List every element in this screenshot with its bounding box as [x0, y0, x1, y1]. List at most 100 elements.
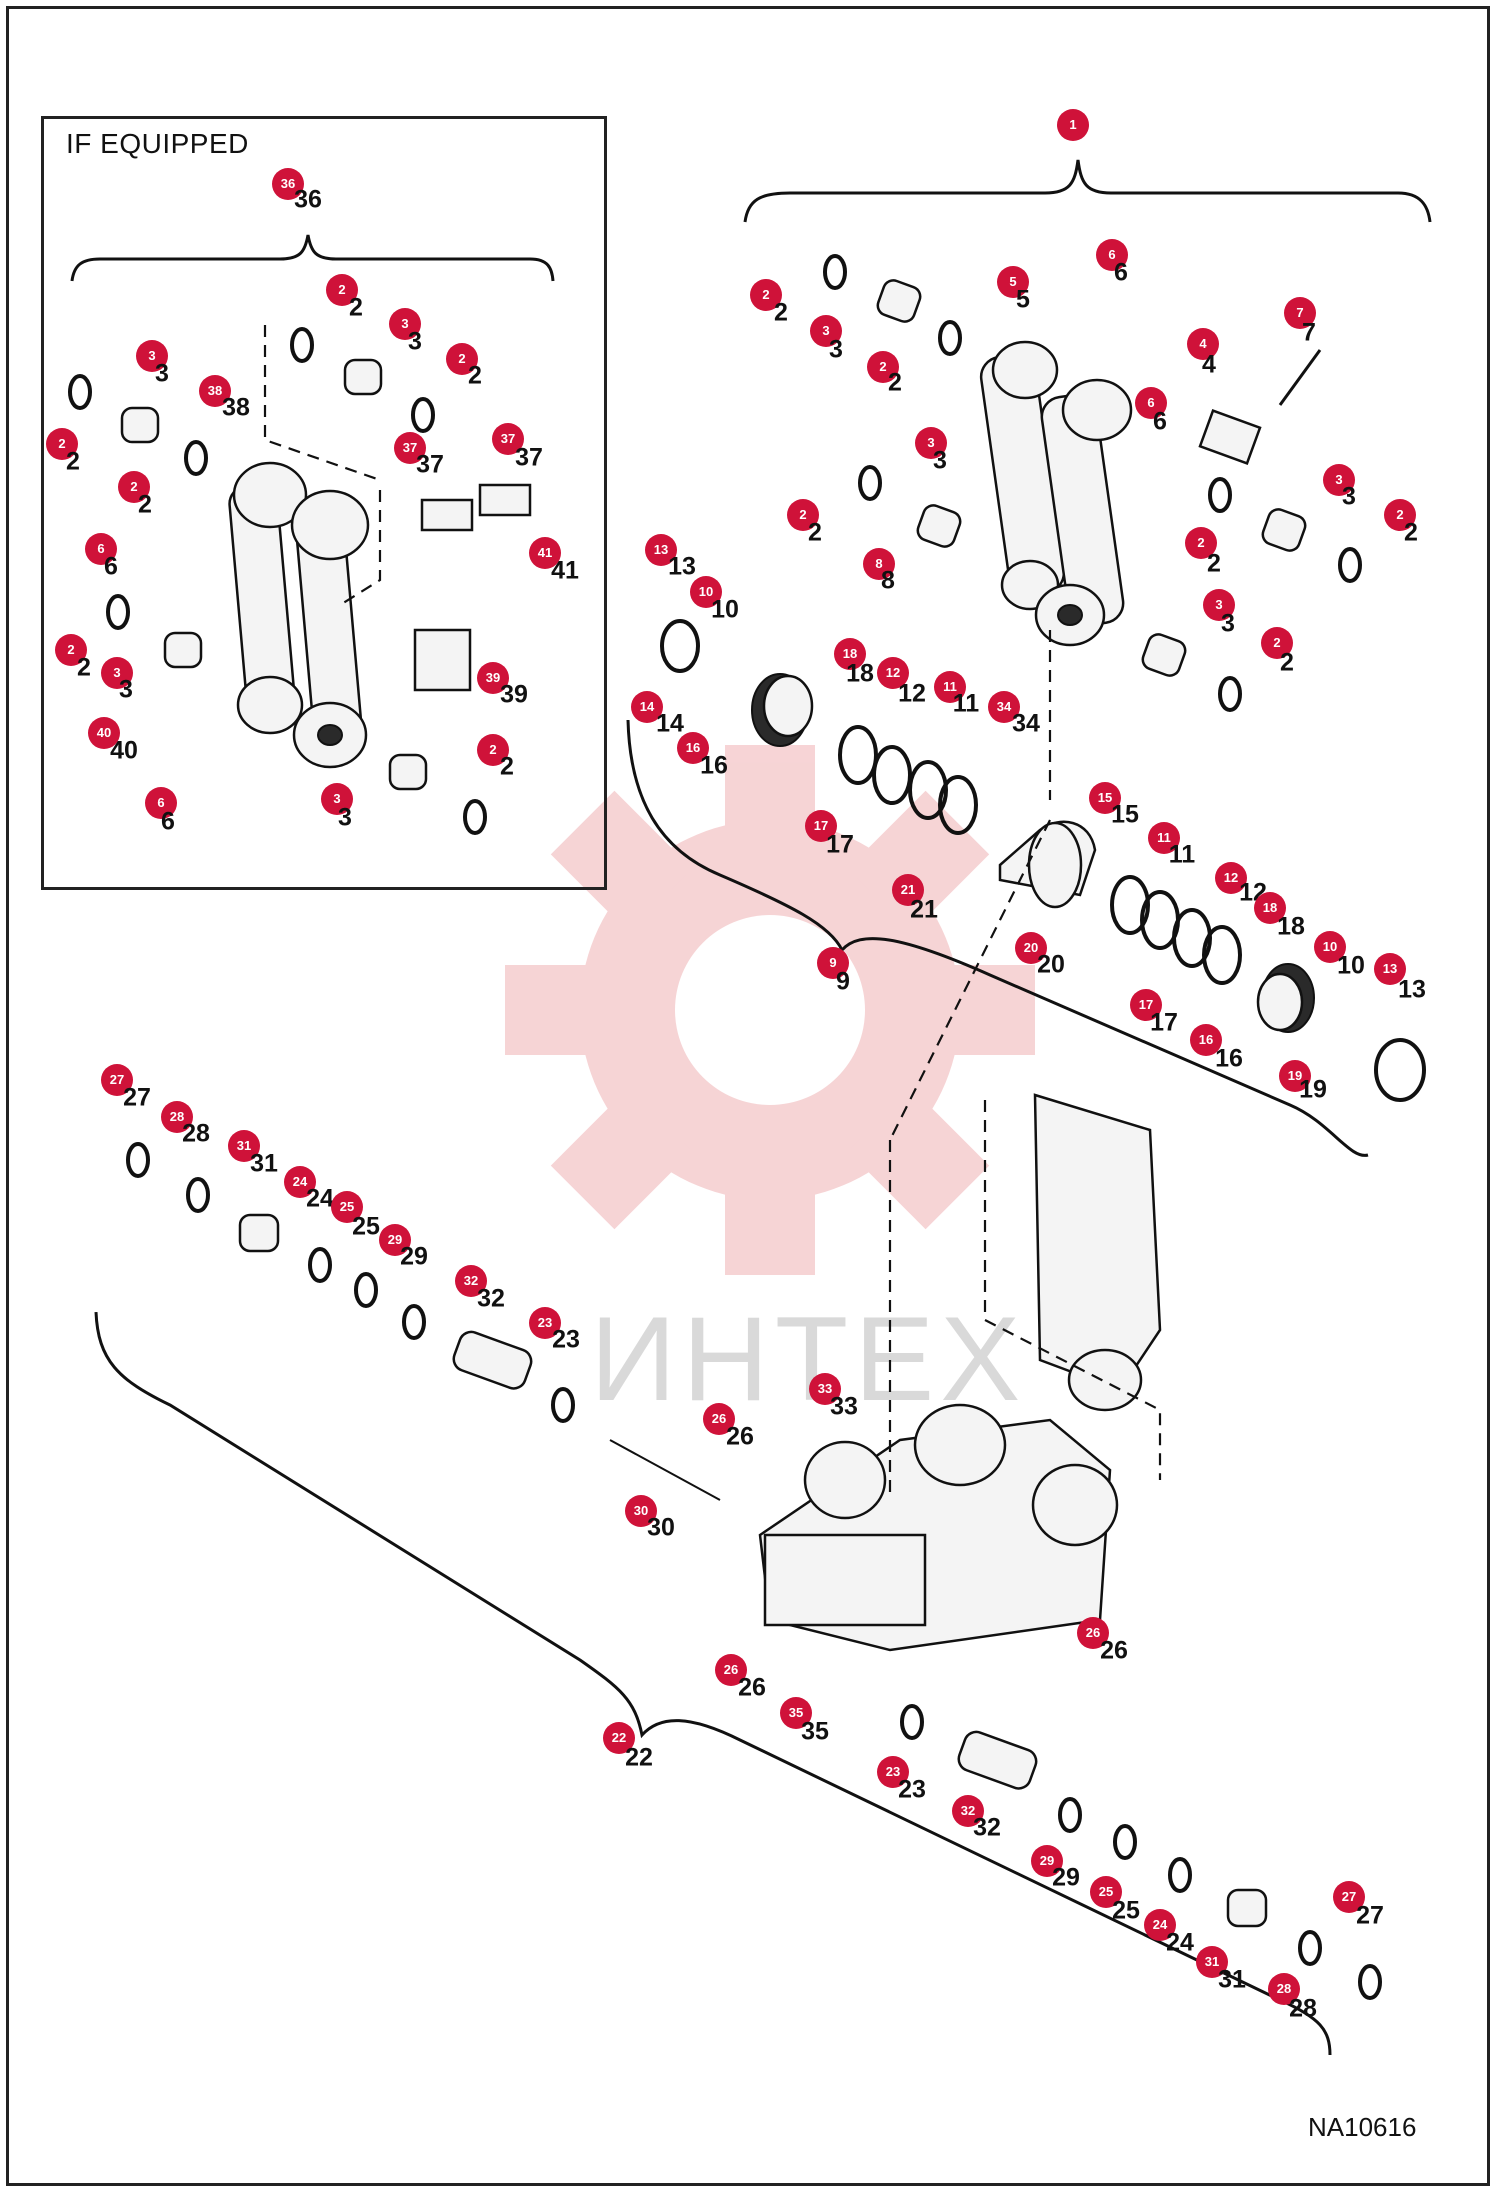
- part-number-label: 3: [155, 359, 169, 388]
- callout-marker[interactable]: 10: [1314, 931, 1346, 963]
- callout-marker[interactable]: 3: [389, 308, 421, 340]
- callout-marker[interactable]: 2: [1384, 499, 1416, 531]
- callout-marker[interactable]: 28: [161, 1101, 193, 1133]
- callout-marker[interactable]: 26: [1077, 1617, 1109, 1649]
- callout-marker[interactable]: 18: [834, 638, 866, 670]
- callout-marker[interactable]: 29: [379, 1224, 411, 1256]
- callout-marker[interactable]: 2: [750, 279, 782, 311]
- callout-marker[interactable]: 33: [809, 1373, 841, 1405]
- callout-marker[interactable]: 31: [1196, 1946, 1228, 1978]
- part-number-label: 25: [352, 1212, 380, 1241]
- callout-marker[interactable]: 36: [272, 168, 304, 200]
- callout-marker[interactable]: 4: [1187, 328, 1219, 360]
- callout-marker[interactable]: 3: [915, 427, 947, 459]
- callout-marker[interactable]: 6: [1135, 387, 1167, 419]
- callout-marker[interactable]: 11: [934, 671, 966, 703]
- link-assembly-top: [979, 340, 1133, 647]
- coupler-assembly-bottom: [609, 819, 1162, 1652]
- callout-marker[interactable]: 6: [1096, 239, 1128, 271]
- callout-marker[interactable]: 39: [477, 662, 509, 694]
- part-number-label: 17: [1150, 1008, 1178, 1037]
- callout-marker[interactable]: 24: [1144, 1909, 1176, 1941]
- top-rings: [823, 254, 1362, 800]
- callout-marker[interactable]: 17: [805, 810, 837, 842]
- callout-marker[interactable]: 34: [988, 691, 1020, 723]
- callout-marker[interactable]: 12: [1215, 862, 1247, 894]
- callout-marker[interactable]: 6: [85, 533, 117, 565]
- cylinder-assembly-middle: [660, 619, 1426, 1102]
- callout-marker[interactable]: 26: [715, 1654, 747, 1686]
- part-number-label: 35: [801, 1717, 829, 1746]
- callout-marker[interactable]: 29: [1031, 1845, 1063, 1877]
- callout-marker[interactable]: 2: [867, 351, 899, 383]
- callout-marker[interactable]: 16: [1190, 1024, 1222, 1056]
- callout-marker[interactable]: 12: [877, 657, 909, 689]
- callout-marker[interactable]: 2: [46, 428, 78, 460]
- part-number-label: 2: [66, 447, 80, 476]
- callout-marker[interactable]: 3: [136, 340, 168, 372]
- callout-marker[interactable]: 3: [101, 657, 133, 689]
- callout-marker[interactable]: 40: [88, 717, 120, 749]
- callout-marker[interactable]: 26: [703, 1403, 735, 1435]
- callout-marker[interactable]: 27: [1333, 1881, 1365, 1913]
- part-number-label: 10: [1337, 951, 1365, 980]
- part-number-label: 37: [416, 450, 444, 479]
- callout-marker[interactable]: 2: [477, 734, 509, 766]
- callout-marker[interactable]: 25: [331, 1191, 363, 1223]
- callout-marker[interactable]: 5: [997, 266, 1029, 298]
- callout-marker[interactable]: 38: [199, 375, 231, 407]
- callout-marker[interactable]: 32: [952, 1795, 984, 1827]
- callout-marker[interactable]: 8: [863, 548, 895, 580]
- callout-marker[interactable]: 14: [631, 691, 663, 723]
- callout-marker[interactable]: 24: [284, 1166, 316, 1198]
- callout-marker[interactable]: 9: [817, 947, 849, 979]
- part-number-label: 3: [933, 446, 947, 475]
- callout-marker[interactable]: 13: [1374, 953, 1406, 985]
- callout-marker[interactable]: 3: [1203, 589, 1235, 621]
- callout-marker[interactable]: 37: [394, 432, 426, 464]
- callout-marker[interactable]: 2: [446, 343, 478, 375]
- part-number-label: 13: [668, 552, 696, 581]
- callout-marker[interactable]: 10: [690, 576, 722, 608]
- callout-marker[interactable]: 3: [1323, 464, 1355, 496]
- part-number-label: 4: [1202, 350, 1216, 379]
- callout-marker[interactable]: 2: [55, 634, 87, 666]
- callout-marker[interactable]: 2: [1185, 527, 1217, 559]
- callout-marker[interactable]: 6: [145, 787, 177, 819]
- callout-marker[interactable]: 18: [1254, 892, 1286, 924]
- callout-marker[interactable]: 13: [645, 534, 677, 566]
- callout-marker[interactable]: 11: [1148, 822, 1180, 854]
- callout-marker[interactable]: 20: [1015, 932, 1047, 964]
- callout-marker[interactable]: 1: [1057, 109, 1089, 141]
- callout-marker[interactable]: 3: [810, 315, 842, 347]
- callout-marker[interactable]: 31: [228, 1130, 260, 1162]
- callout-marker[interactable]: 30: [625, 1495, 657, 1527]
- callout-marker[interactable]: 16: [677, 732, 709, 764]
- callout-marker[interactable]: 19: [1279, 1060, 1311, 1092]
- callout-marker[interactable]: 28: [1268, 1973, 1300, 2005]
- part-number-label: 14: [656, 709, 684, 738]
- part-number-label: 7: [1302, 318, 1316, 347]
- callout-marker[interactable]: 2: [787, 499, 819, 531]
- callout-marker[interactable]: 2: [326, 274, 358, 306]
- callout-marker[interactable]: 23: [877, 1756, 909, 1788]
- callout-marker[interactable]: 7: [1284, 297, 1316, 329]
- callout-marker[interactable]: 23: [529, 1307, 561, 1339]
- callout-marker[interactable]: 15: [1089, 782, 1121, 814]
- callout-marker[interactable]: 17: [1130, 989, 1162, 1021]
- callout-marker[interactable]: 21: [892, 874, 924, 906]
- callout-marker[interactable]: 3: [321, 783, 353, 815]
- part-number-label: 31: [1218, 1965, 1246, 1994]
- callout-marker[interactable]: 37: [492, 423, 524, 455]
- callout-marker[interactable]: 25: [1090, 1876, 1122, 1908]
- callout-marker[interactable]: 22: [603, 1722, 635, 1754]
- part-number-label: 6: [161, 807, 175, 836]
- part-number-label: 23: [552, 1325, 580, 1354]
- callout-marker[interactable]: 27: [101, 1064, 133, 1096]
- callout-marker[interactable]: 2: [118, 471, 150, 503]
- callout-marker[interactable]: 35: [780, 1697, 812, 1729]
- callout-marker[interactable]: 2: [1261, 627, 1293, 659]
- callout-marker[interactable]: 32: [455, 1265, 487, 1297]
- callout-marker[interactable]: 41: [529, 537, 561, 569]
